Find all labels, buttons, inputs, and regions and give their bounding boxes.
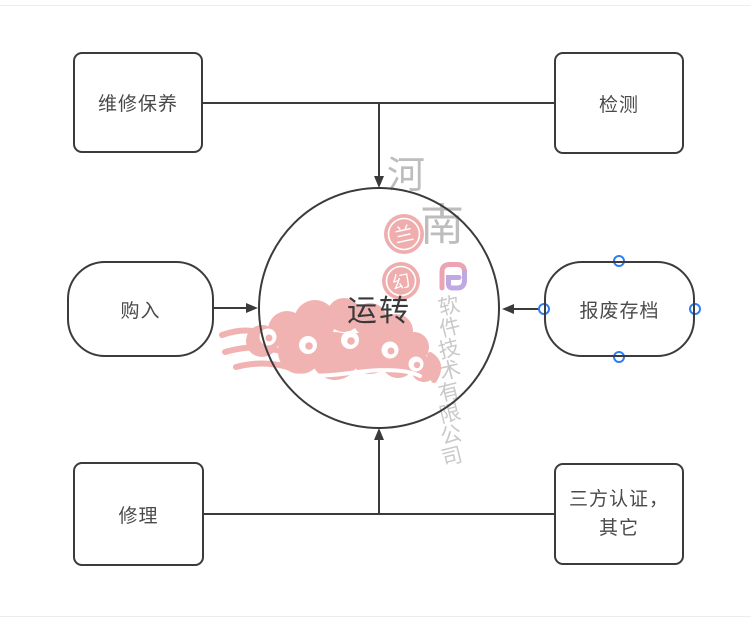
node-inspection[interactable]: 检测 xyxy=(554,52,684,154)
node-maintenance-label: 维修保养 xyxy=(97,94,178,115)
node-third-party-cert-label: 三方认证， 其它 xyxy=(568,488,669,539)
node-operation-label: 运转 xyxy=(347,295,411,328)
node-repair[interactable]: 修理 xyxy=(73,462,204,566)
canvas-top-border xyxy=(0,5,751,6)
node-scrap-archive-label: 报废存档 xyxy=(579,300,660,322)
arrowhead-right-icon xyxy=(246,303,258,313)
node-maintenance[interactable]: 维修保养 xyxy=(73,52,203,153)
canvas-bottom-border xyxy=(0,616,751,617)
arrowhead-down-icon xyxy=(374,176,384,188)
arrowhead-left-icon xyxy=(502,304,514,314)
node-inspection-label: 检测 xyxy=(598,94,639,116)
connection-handle-right[interactable] xyxy=(689,303,701,315)
arrowhead-up-icon xyxy=(374,428,384,440)
connection-handle-bottom[interactable] xyxy=(613,351,625,363)
node-repair-label: 修理 xyxy=(118,505,159,527)
node-third-party-cert[interactable]: 三方认证， 其它 xyxy=(554,463,684,565)
node-purchase[interactable]: 购入 xyxy=(67,261,214,357)
node-scrap-archive[interactable]: 报废存档 xyxy=(544,261,695,357)
node-purchase-label: 购入 xyxy=(120,300,161,322)
node-operation-circle[interactable]: 运转 xyxy=(258,187,500,429)
